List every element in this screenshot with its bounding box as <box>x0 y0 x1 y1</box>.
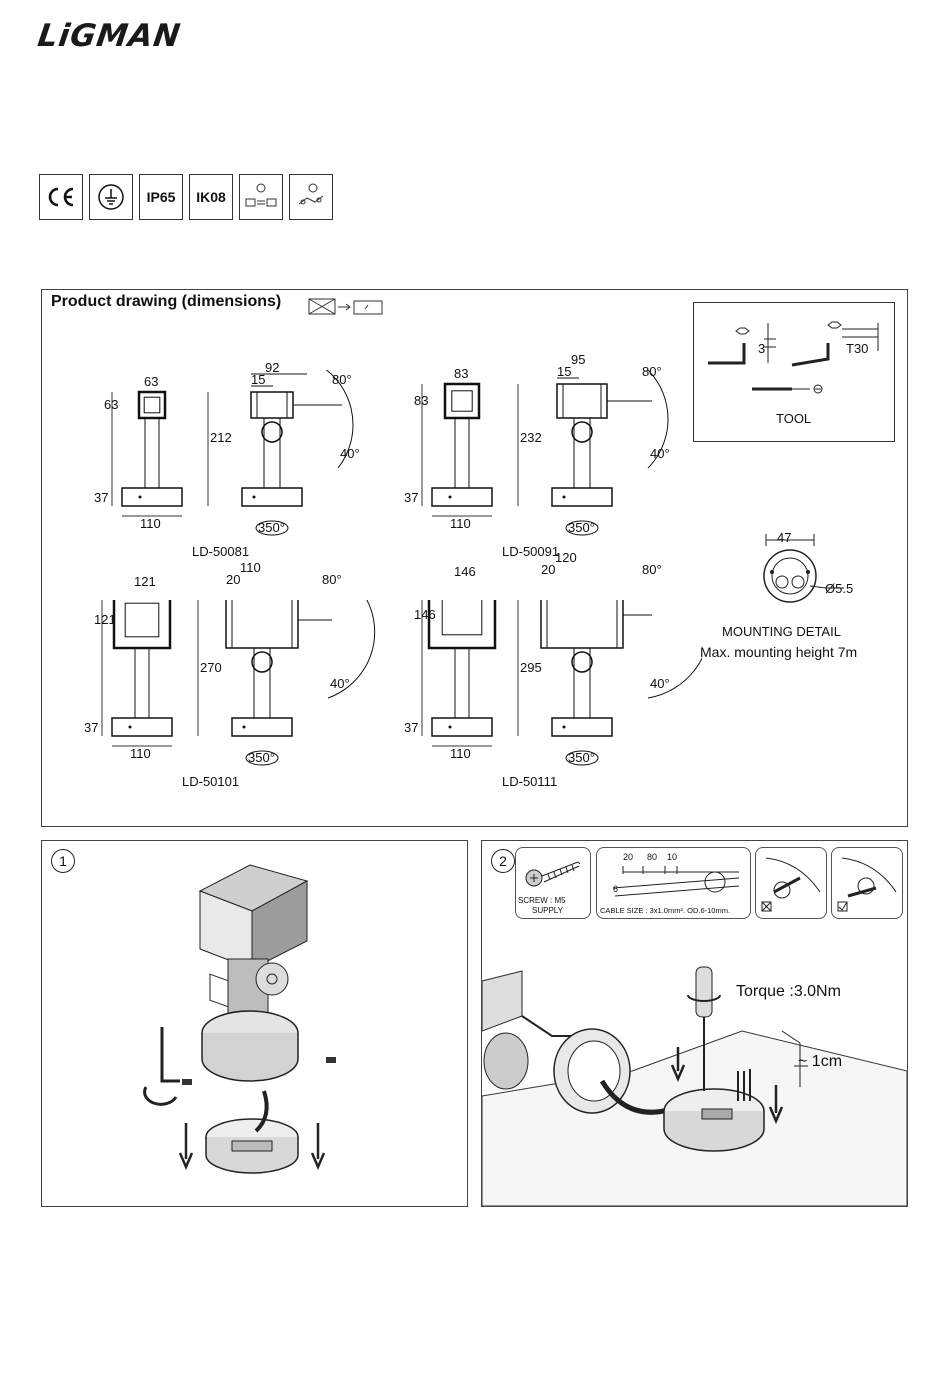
driver-connection-icon <box>289 174 333 220</box>
model-code: LD-50101 <box>182 774 240 789</box>
tilt-down-angle: 40° <box>650 446 670 461</box>
tilt-up-angle: 80° <box>332 372 352 387</box>
head-height: 63 <box>104 397 119 412</box>
screw-spec: SCREW : M5 <box>518 896 566 905</box>
certification-icons: IP65 IK08 <box>39 174 333 220</box>
head-width: 83 <box>454 366 469 381</box>
voltage-switch-icon <box>239 174 283 220</box>
side-offset: 15 <box>557 364 572 379</box>
rotation-angle: 350° <box>568 750 595 765</box>
surface-mount-icon <box>308 298 383 315</box>
tilt-down-angle: 40° <box>340 446 360 461</box>
screw-supply: SUPPLY <box>532 906 563 915</box>
total-height: 212 <box>210 430 232 445</box>
mounting-width: 47 <box>777 530 792 545</box>
tilt-up-angle: 80° <box>642 562 662 577</box>
head-height: 121 <box>94 612 116 627</box>
mounting-hole: Ø5.5 <box>825 581 854 596</box>
cable-spec-box: 20 80 10 6 CABLE SIZE : 3x1.0mm². OD.6-1… <box>596 847 751 919</box>
side-offset: 20 <box>541 562 556 577</box>
strip-length-1: 20 <box>623 852 634 862</box>
strip-length-3: 10 <box>667 852 678 862</box>
rotation-angle: 350° <box>568 520 595 535</box>
tilt-down-angle: 40° <box>330 676 350 691</box>
ce-mark-icon <box>39 174 83 220</box>
rotation-angle: 350° <box>258 520 285 535</box>
brand-logo: LiGMAN <box>35 18 184 54</box>
tool-label: TOOL <box>776 411 812 426</box>
model-code: LD-50091 <box>502 544 560 559</box>
step-2-panel: 2 SCREW : M5 SUPPLY 20 80 10 6 CABLE SIZ… <box>481 840 908 1207</box>
tilt-down-angle: 40° <box>650 676 670 691</box>
step-number: 2 <box>491 849 515 873</box>
rotation-angle: 350° <box>248 750 275 765</box>
model-code: LD-50081 <box>192 544 250 559</box>
model-code: LD-50111 <box>502 774 558 789</box>
base-width: 110 <box>130 746 151 761</box>
panel-title: Product drawing (dimensions) <box>51 293 282 310</box>
strip-length-4: 6 <box>613 884 619 894</box>
head-width: 63 <box>144 374 159 389</box>
ip-rating: IP65 <box>139 174 183 220</box>
total-height: 295 <box>520 660 542 675</box>
correct-wiring-box <box>831 847 903 919</box>
total-height: 270 <box>200 660 222 675</box>
tilt-up-angle: 80° <box>322 572 342 587</box>
side-offset: 15 <box>251 372 266 387</box>
base-height: 37 <box>404 490 419 505</box>
model-outline <box>101 600 376 766</box>
base-height: 37 <box>84 720 99 735</box>
model-outline <box>421 600 702 766</box>
head-width: 146 <box>454 564 476 579</box>
tools-drawing <box>708 321 879 394</box>
side-offset: 20 <box>226 572 241 587</box>
head-height: 146 <box>414 607 436 622</box>
screw-box: SCREW : M5 SUPPLY <box>515 847 591 919</box>
model-outline <box>111 370 354 536</box>
earth-ground-icon <box>89 174 133 220</box>
side-width: 95 <box>571 352 586 367</box>
strip-length-2: 80 <box>647 852 658 862</box>
base-height: 37 <box>94 490 109 505</box>
base-height: 37 <box>404 720 419 735</box>
step-1-illustration <box>143 864 336 1174</box>
head-height: 83 <box>414 393 429 408</box>
step-1-panel: 1 <box>41 840 468 1207</box>
side-width: 92 <box>265 360 280 375</box>
total-height: 232 <box>520 430 542 445</box>
wrong-wiring-box <box>755 847 827 919</box>
base-width: 110 <box>450 746 471 761</box>
model-outline <box>421 370 669 536</box>
head-width: 121 <box>134 574 156 589</box>
tilt-up-angle: 80° <box>642 364 662 379</box>
ik-rating: IK08 <box>189 174 233 220</box>
side-width: 120 <box>555 550 577 565</box>
mounting-height-note: Max. mounting height 7m <box>700 644 858 660</box>
side-width: 110 <box>240 560 261 575</box>
product-drawing-panel: Product drawing (dimensions) 3 T30 TOOL … <box>41 289 908 827</box>
torque-note: Torque :3.0Nm <box>736 983 841 1000</box>
torx-size: T30 <box>846 341 869 356</box>
tool-box: 3 T30 TOOL <box>693 302 895 442</box>
mounting-detail-drawing <box>763 534 844 603</box>
cable-size: CABLE SIZE : 3x1.0mm². OD.6-10mm. <box>600 906 731 915</box>
mounting-title: MOUNTING DETAIL <box>722 624 841 639</box>
base-width: 110 <box>140 516 161 531</box>
strip-length-note: ~ 1cm <box>798 1053 843 1070</box>
step-number: 1 <box>51 849 75 873</box>
step-2-illustration <box>482 966 907 1206</box>
hex-size: 3 <box>758 341 766 356</box>
base-width: 110 <box>450 516 471 531</box>
